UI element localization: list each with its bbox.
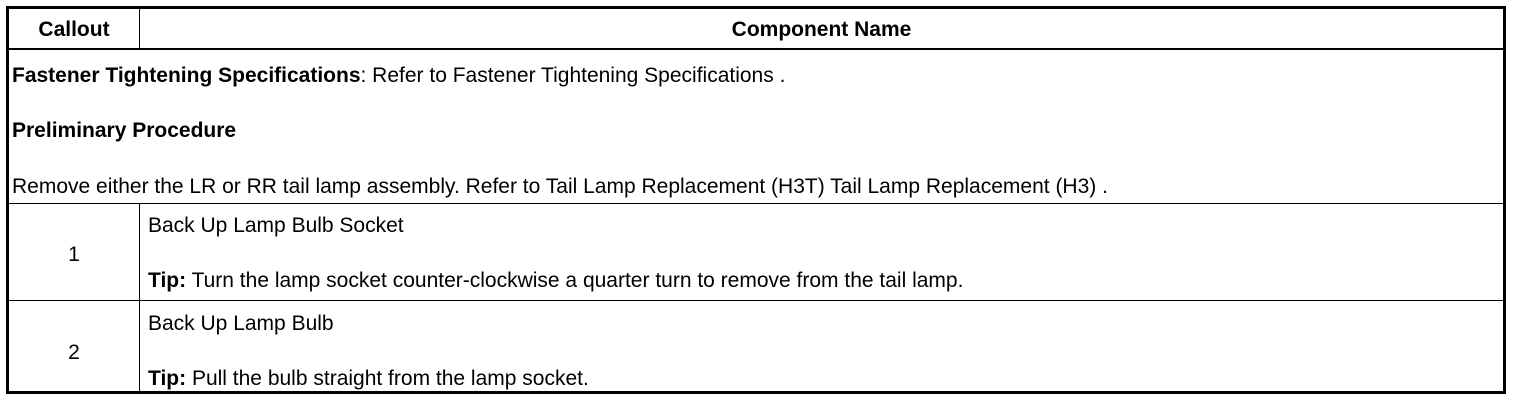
component-cell: Back Up Lamp Bulb Socket Tip: Turn the l… xyxy=(140,204,1503,300)
header-callout-label: Callout xyxy=(38,18,110,41)
tip-label: Tip: xyxy=(148,269,187,292)
component-name: Back Up Lamp Bulb Socket xyxy=(148,214,404,237)
tip-text: Pull the bulb straight from the lamp soc… xyxy=(186,367,589,390)
table-header-row: Callout Component Name xyxy=(9,9,1503,50)
table-row: 1 Back Up Lamp Bulb Socket Tip: Turn the… xyxy=(9,204,1503,301)
header-component-cell: Component Name xyxy=(140,9,1503,48)
component-name: Back Up Lamp Bulb xyxy=(148,312,334,335)
tip-label: Tip: xyxy=(148,367,187,390)
callout-cell: 2 xyxy=(9,301,140,391)
intro-row: Fastener Tightening Specifications: Refe… xyxy=(9,50,1503,204)
callout-cell: 1 xyxy=(9,204,140,300)
component-cell: Back Up Lamp Bulb Tip: Pull the bulb str… xyxy=(140,301,1503,391)
procedure-table: Callout Component Name Fastener Tighteni… xyxy=(6,6,1506,394)
table-row: 2 Back Up Lamp Bulb Tip: Pull the bulb s… xyxy=(9,301,1503,391)
component-tip: Tip: Pull the bulb straight from the lam… xyxy=(148,367,589,391)
preliminary-procedure-title: Preliminary Procedure xyxy=(12,119,237,142)
header-callout-cell: Callout xyxy=(9,9,140,48)
preliminary-procedure-text: Remove either the LR or RR tail lamp ass… xyxy=(12,175,1108,198)
fastener-spec-line: Fastener Tightening Specifications: Refe… xyxy=(12,64,785,88)
callout-number: 1 xyxy=(68,243,80,266)
header-component-label: Component Name xyxy=(731,18,912,41)
callout-number: 2 xyxy=(68,341,80,364)
fastener-spec-label: Fastener Tightening Specifications xyxy=(12,64,361,87)
component-tip: Tip: Turn the lamp socket counter-clockw… xyxy=(148,269,963,293)
fastener-spec-text: : Refer to Fastener Tightening Specifica… xyxy=(360,64,786,87)
tip-text: Turn the lamp socket counter-clockwise a… xyxy=(186,269,964,292)
